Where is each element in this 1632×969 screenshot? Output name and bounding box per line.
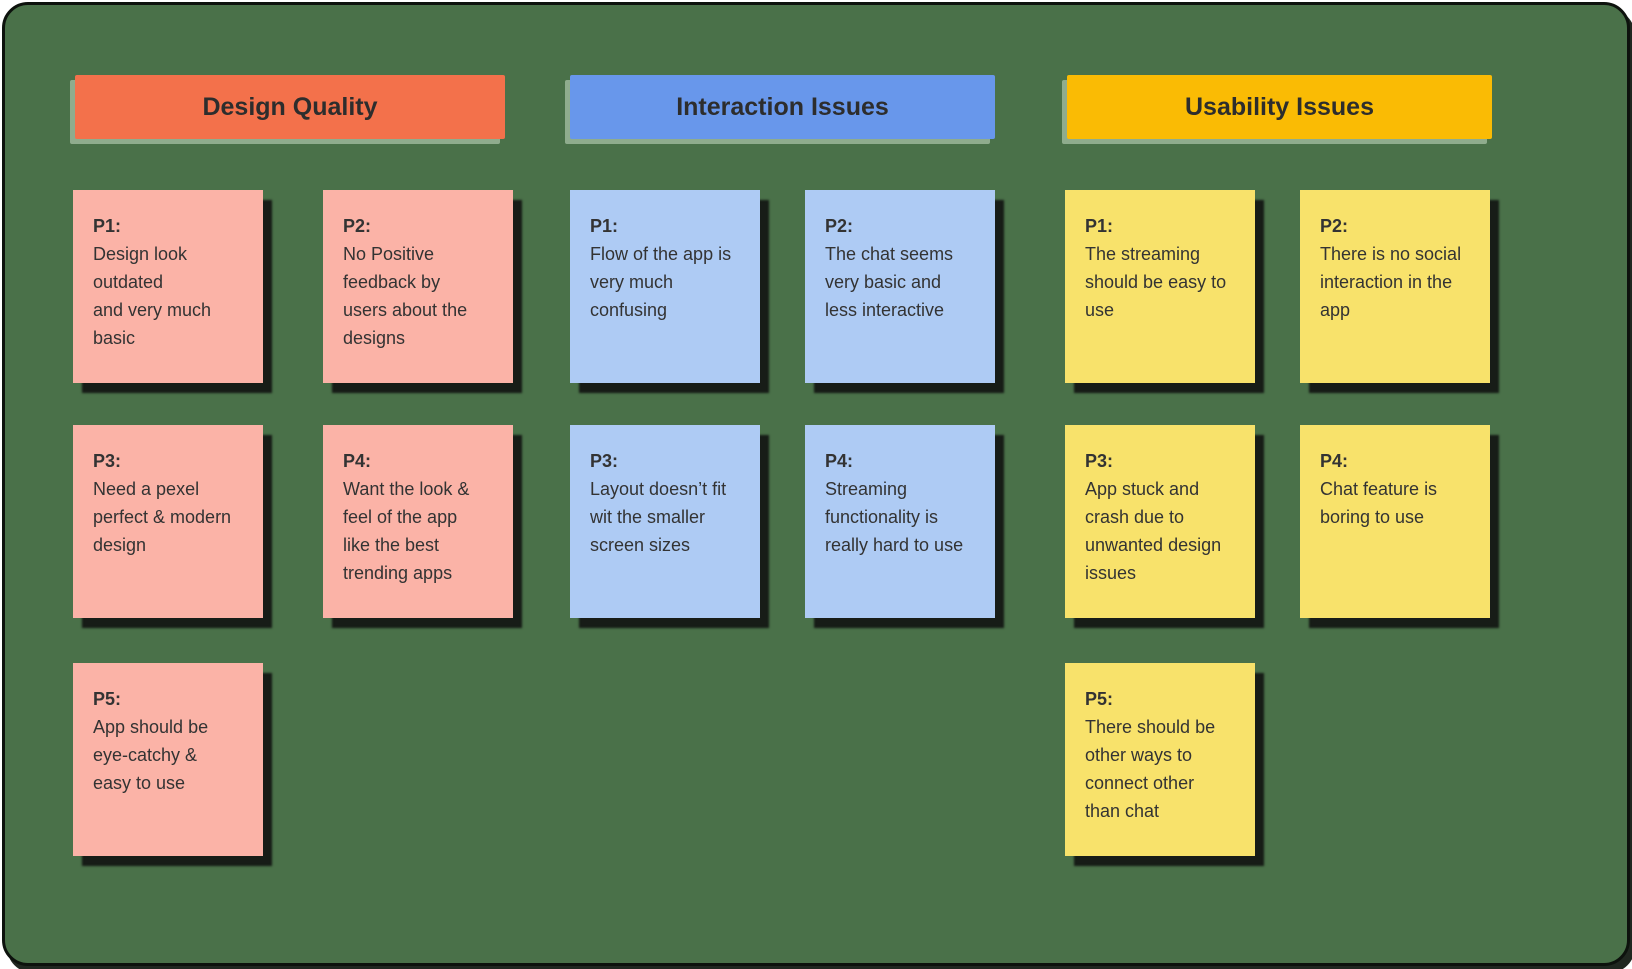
note-participant-label: P4: xyxy=(1320,451,1349,471)
note-text: There is no social interaction in the ap… xyxy=(1320,244,1462,320)
sticky-note-usability-p4[interactable]: P4: Chat feature is boring to use xyxy=(1300,425,1490,618)
column-header-usability-issues[interactable]: Usability Issues xyxy=(1067,75,1492,139)
note-participant-label: P1: xyxy=(590,216,619,236)
note-text: No Positive feedback by users about the … xyxy=(343,244,468,348)
sticky-note-usability-p5[interactable]: P5: There should be other ways to connec… xyxy=(1065,663,1255,856)
note-participant-label: P4: xyxy=(343,451,372,471)
sticky-note-interaction-p1[interactable]: P1: Flow of the app is very much confusi… xyxy=(570,190,760,383)
note-text: Chat feature is boring to use xyxy=(1320,479,1438,527)
note-participant-label: P4: xyxy=(825,451,854,471)
note-participant-label: P1: xyxy=(93,216,122,236)
note-text: Layout doesn’t fit wit the smaller scree… xyxy=(590,479,727,555)
note-participant-label: P5: xyxy=(93,689,122,709)
note-text: Flow of the app is very much confusing xyxy=(590,244,732,320)
note-text: App should be eye-catchy & easy to use xyxy=(93,717,209,793)
sticky-note-design-p5[interactable]: P5: App should be eye-catchy & easy to u… xyxy=(73,663,263,856)
sticky-note-usability-p2[interactable]: P2: There is no social interaction in th… xyxy=(1300,190,1490,383)
note-participant-label: P3: xyxy=(590,451,619,471)
note-participant-label: P3: xyxy=(93,451,122,471)
note-participant-label: P5: xyxy=(1085,689,1114,709)
sticky-note-usability-p3[interactable]: P3: App stuck and crash due to unwanted … xyxy=(1065,425,1255,618)
sticky-note-interaction-p2[interactable]: P2: The chat seems very basic and less i… xyxy=(805,190,995,383)
sticky-note-usability-p1[interactable]: P1: The streaming should be easy to use xyxy=(1065,190,1255,383)
sticky-note-interaction-p3[interactable]: P3: Layout doesn’t fit wit the smaller s… xyxy=(570,425,760,618)
note-text: App stuck and crash due to unwanted desi… xyxy=(1085,479,1222,583)
note-text: The chat seems very basic and less inter… xyxy=(825,244,954,320)
note-text: Need a pexel perfect & modern design xyxy=(93,479,232,555)
note-participant-label: P2: xyxy=(825,216,854,236)
note-participant-label: P1: xyxy=(1085,216,1114,236)
column-header-interaction-issues[interactable]: Interaction Issues xyxy=(570,75,995,139)
note-text: Design look outdated and very much basic xyxy=(93,244,212,348)
sticky-note-design-p3[interactable]: P3: Need a pexel perfect & modern design xyxy=(73,425,263,618)
note-participant-label: P2: xyxy=(1320,216,1349,236)
note-text: The streaming should be easy to use xyxy=(1085,244,1227,320)
note-text: Want the look & feel of the app like the… xyxy=(343,479,470,583)
sticky-note-design-p2[interactable]: P2: No Positive feedback by users about … xyxy=(323,190,513,383)
sticky-note-design-p1[interactable]: P1: Design look outdated and very much b… xyxy=(73,190,263,383)
note-participant-label: P2: xyxy=(343,216,372,236)
sticky-note-design-p4[interactable]: P4: Want the look & feel of the app like… xyxy=(323,425,513,618)
column-header-design-quality[interactable]: Design Quality xyxy=(75,75,505,139)
sticky-note-interaction-p4[interactable]: P4: Streaming functionality is really ha… xyxy=(805,425,995,618)
note-text: There should be other ways to connect ot… xyxy=(1085,717,1216,821)
note-text: Streaming functionality is really hard t… xyxy=(825,479,964,555)
note-participant-label: P3: xyxy=(1085,451,1114,471)
